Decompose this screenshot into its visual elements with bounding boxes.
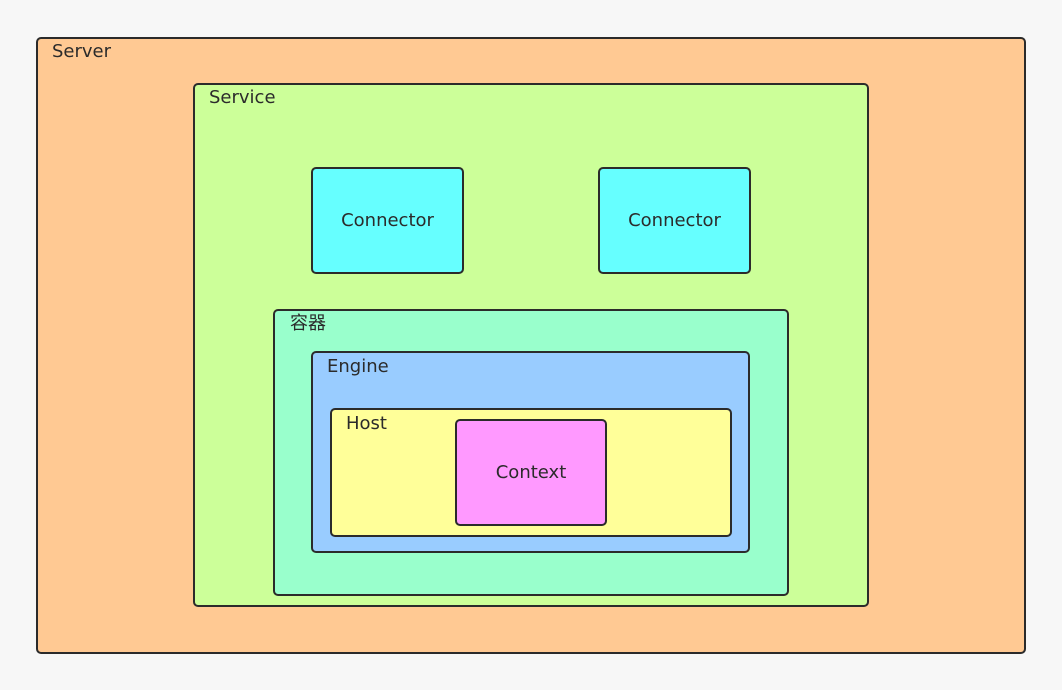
connector-box-1: Connector bbox=[311, 167, 464, 274]
connector-label-1: Connector bbox=[341, 210, 434, 231]
context-box: Context bbox=[455, 419, 607, 526]
context-label: Context bbox=[495, 462, 567, 483]
server-label: Server bbox=[52, 41, 112, 62]
engine-label: Engine bbox=[327, 356, 389, 377]
container-label: 容器 bbox=[290, 313, 326, 334]
connector-box-2: Connector bbox=[598, 167, 751, 274]
host-label: Host bbox=[346, 413, 387, 434]
service-label: Service bbox=[209, 87, 276, 108]
connector-label-2: Connector bbox=[628, 210, 721, 231]
